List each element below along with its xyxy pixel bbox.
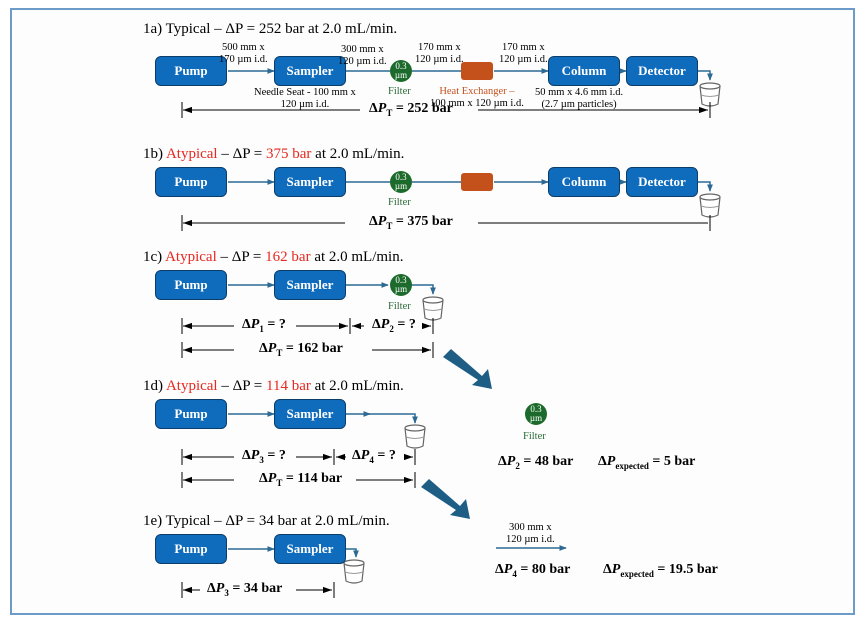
panel-1e-heading: 1e) Typical – ΔP = 34 bar at 2.0 mL/min.: [143, 513, 390, 529]
heat-exchanger-block: [461, 62, 493, 80]
total-pressure-1a: ΔPT = 252 bar: [369, 101, 453, 118]
sampler-box: Sampler: [274, 56, 346, 86]
pressure-dp4: ΔP4 = ?: [352, 448, 396, 465]
column-box: Column: [548, 167, 620, 197]
column-box: Column: [548, 56, 620, 86]
flow-1e: [228, 546, 359, 558]
filter-label: Filter: [388, 197, 411, 208]
panel-1c-heading: 1c) Atypical – ΔP = 162 bar at 2.0 mL/mi…: [143, 249, 404, 265]
pump-box: Pump: [155, 270, 227, 300]
pump-box: Pump: [155, 167, 227, 197]
detector-box: Detector: [626, 167, 698, 197]
filter-expected-pressure: ΔPexpected = 5 bar: [598, 454, 696, 471]
pump-box: Pump: [155, 399, 227, 429]
filter-label: Filter: [388, 301, 411, 312]
filter-label: Filter: [388, 86, 411, 97]
waste-beaker-icon: [422, 296, 444, 321]
sampler-box: Sampler: [274, 270, 346, 300]
big-arrow-icon: [421, 479, 470, 519]
pressure-dp1: ΔP1 = ?: [242, 317, 286, 334]
pump-box: Pump: [155, 56, 227, 86]
sampler-box: Sampler: [274, 534, 346, 564]
heat-exchanger-block: [461, 173, 493, 191]
sampler-box: Sampler: [274, 399, 346, 429]
total-dimension-1b: [181, 215, 711, 231]
dimension-1c: [181, 318, 434, 358]
flow-1d: [228, 411, 418, 424]
flow-1c: [228, 282, 436, 295]
panel-1b-heading: 1b) Atypical – ΔP = 375 bar at 2.0 mL/mi…: [143, 146, 405, 162]
tube-measured-pressure: ΔP4 = 80 bar: [495, 562, 571, 579]
waste-beaker-icon: [404, 424, 426, 449]
panel-1a-heading: 1a) Typical – ΔP = 252 bar at 2.0 mL/min…: [143, 21, 398, 37]
detector-box: Detector: [626, 56, 698, 86]
tube-expected-pressure: ΔPexpected = 19.5 bar: [603, 562, 718, 579]
filter-measured-pressure: ΔP2 = 48 bar: [498, 454, 574, 471]
total-pressure-1b: ΔPT = 375 bar: [369, 214, 453, 231]
column-dims-label: 50 mm x 4.6 mm i.d.(2.7 µm particles): [535, 87, 624, 110]
pressure-dp3-measured: ΔP3 = 34 bar: [207, 581, 283, 598]
flow-1a: [228, 68, 713, 81]
total-dimension-1a: [181, 102, 711, 118]
total-pressure-1d: ΔPT = 114 bar: [259, 471, 343, 488]
dimension-1d: [181, 449, 416, 488]
waste-beaker-icon: [699, 193, 721, 218]
heat-exchanger-label: Heat Exchanger –100 mm x 120 µm i.d.: [430, 86, 524, 109]
filter-label: Filter: [523, 431, 546, 442]
big-arrow-icon: [443, 349, 492, 389]
flow-1b: [228, 179, 713, 192]
pump-box: Pump: [155, 534, 227, 564]
total-pressure-1c: ΔPT = 162 bar: [259, 341, 343, 358]
pressure-dp3: ΔP3 = ?: [242, 448, 286, 465]
dimension-1e: [181, 582, 335, 598]
panel-1d-heading: 1d) Atypical – ΔP = 114 bar at 2.0 mL/mi…: [143, 378, 404, 394]
pressure-dp2: ΔP2 = ?: [372, 317, 416, 334]
waste-beaker-icon: [343, 559, 365, 584]
sampler-box: Sampler: [274, 167, 346, 197]
